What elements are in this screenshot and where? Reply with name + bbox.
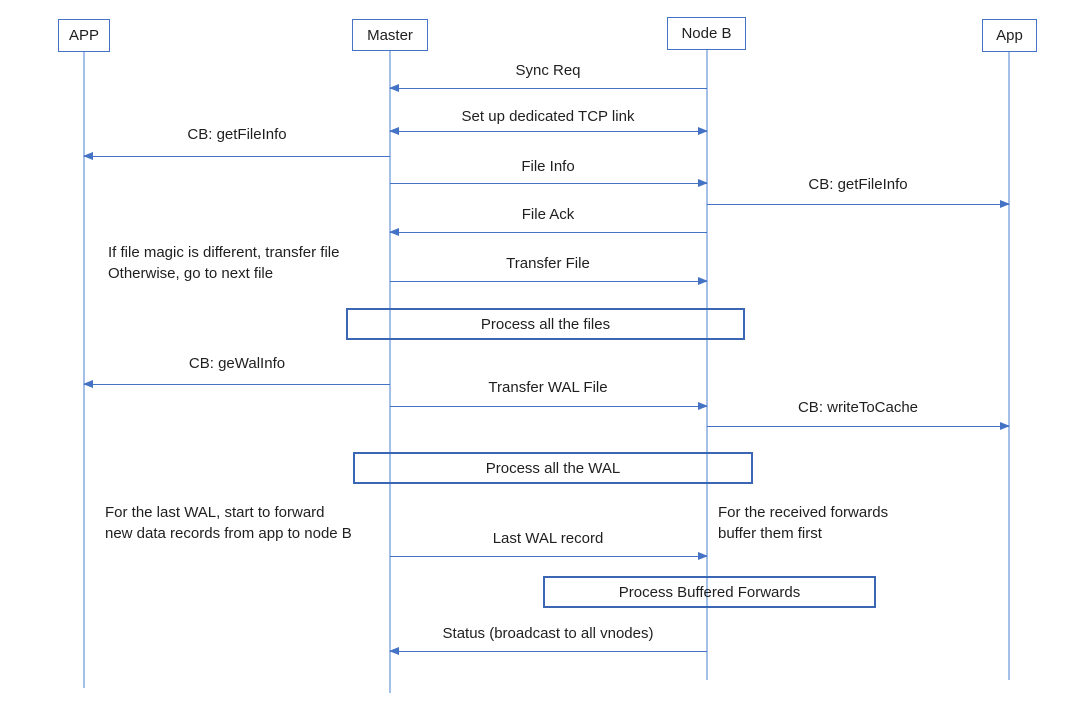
message-arrow-cb-writetocache xyxy=(707,421,1010,430)
message-arrow-file-info xyxy=(390,178,708,187)
arrowhead-left-icon xyxy=(389,227,399,236)
arrowhead-right-icon xyxy=(1000,199,1010,208)
arrowhead-left-icon xyxy=(389,126,399,135)
process-box-label: Process all the files xyxy=(480,315,611,333)
message-label-transfer-file: Transfer File xyxy=(506,255,590,272)
message-arrow-cb-getfileinfo-right xyxy=(707,199,1010,208)
arrowhead-right-icon xyxy=(698,401,708,410)
lifeline-master xyxy=(389,51,391,693)
arrowhead-right-icon xyxy=(698,276,708,285)
arrowhead-right-icon xyxy=(698,126,708,135)
arrowhead-left-icon xyxy=(389,646,399,655)
message-arrow-cb-gewalinfo xyxy=(83,379,390,388)
lifeline-node-b xyxy=(706,49,708,680)
message-label-last-wal-record: Last WAL record xyxy=(492,530,604,547)
message-arrow-transfer-file xyxy=(390,276,708,285)
process-box-wal: Process all the WAL xyxy=(353,452,753,484)
message-arrow-last-wal-record xyxy=(390,551,708,560)
message-label-transfer-wal-file: Transfer WAL File xyxy=(488,379,608,396)
lifeline-app-right xyxy=(1008,52,1010,680)
message-label-cb-getfileinfo-left: CB: getFileInfo xyxy=(187,126,287,143)
arrowhead-left-icon xyxy=(83,379,93,388)
note-buffer-forwards: For the received forwards buffer them fi… xyxy=(718,504,889,542)
lifeline-app-left xyxy=(83,52,85,688)
message-label-file-info: File Info xyxy=(521,158,575,175)
actor-label: APP xyxy=(68,27,99,44)
process-box-buffered-forwards: Process Buffered Forwards xyxy=(543,576,876,608)
message-label-cb-getfileinfo-right: CB: getFileInfo xyxy=(808,176,908,193)
actor-master: Master xyxy=(352,19,428,51)
process-box-files: Process all the files xyxy=(346,308,745,340)
process-box-label: Process Buffered Forwards xyxy=(618,583,801,601)
arrowhead-left-icon xyxy=(83,151,93,160)
message-label-cb-writetocache: CB: writeToCache xyxy=(797,399,919,416)
note-last-wal-forward: For the last WAL, start to forward new d… xyxy=(105,504,352,542)
message-label-tcp-link: Set up dedicated TCP link xyxy=(461,108,635,125)
actor-app-left: APP xyxy=(58,19,110,52)
message-label-cb-gewalinfo: CB: geWalInfo xyxy=(188,355,286,372)
actor-label: Master xyxy=(367,26,413,44)
arrowhead-right-icon xyxy=(698,178,708,187)
arrowhead-right-icon xyxy=(1000,421,1010,430)
actor-node-b: Node B xyxy=(667,17,746,50)
arrowhead-left-icon xyxy=(389,83,399,92)
message-arrow-cb-getfileinfo-left xyxy=(83,151,390,160)
message-label-status-broadcast: Status (broadcast to all vnodes) xyxy=(442,625,654,642)
message-arrow-transfer-wal-file xyxy=(390,401,708,410)
actor-label: Node B xyxy=(681,25,732,42)
note-file-magic: If file magic is different, transfer fil… xyxy=(108,244,340,282)
actor-app-right: App xyxy=(982,19,1037,52)
arrowhead-right-icon xyxy=(698,551,708,560)
message-arrow-file-ack xyxy=(389,227,707,236)
message-arrow-sync-req xyxy=(389,83,707,92)
actor-label: App xyxy=(996,27,1023,44)
message-arrow-tcp-link xyxy=(389,126,708,135)
message-label-file-ack: File Ack xyxy=(521,206,575,223)
message-label-sync-req: Sync Req xyxy=(515,62,581,79)
process-box-label: Process all the WAL xyxy=(485,459,621,477)
message-arrow-status-broadcast xyxy=(389,646,707,655)
